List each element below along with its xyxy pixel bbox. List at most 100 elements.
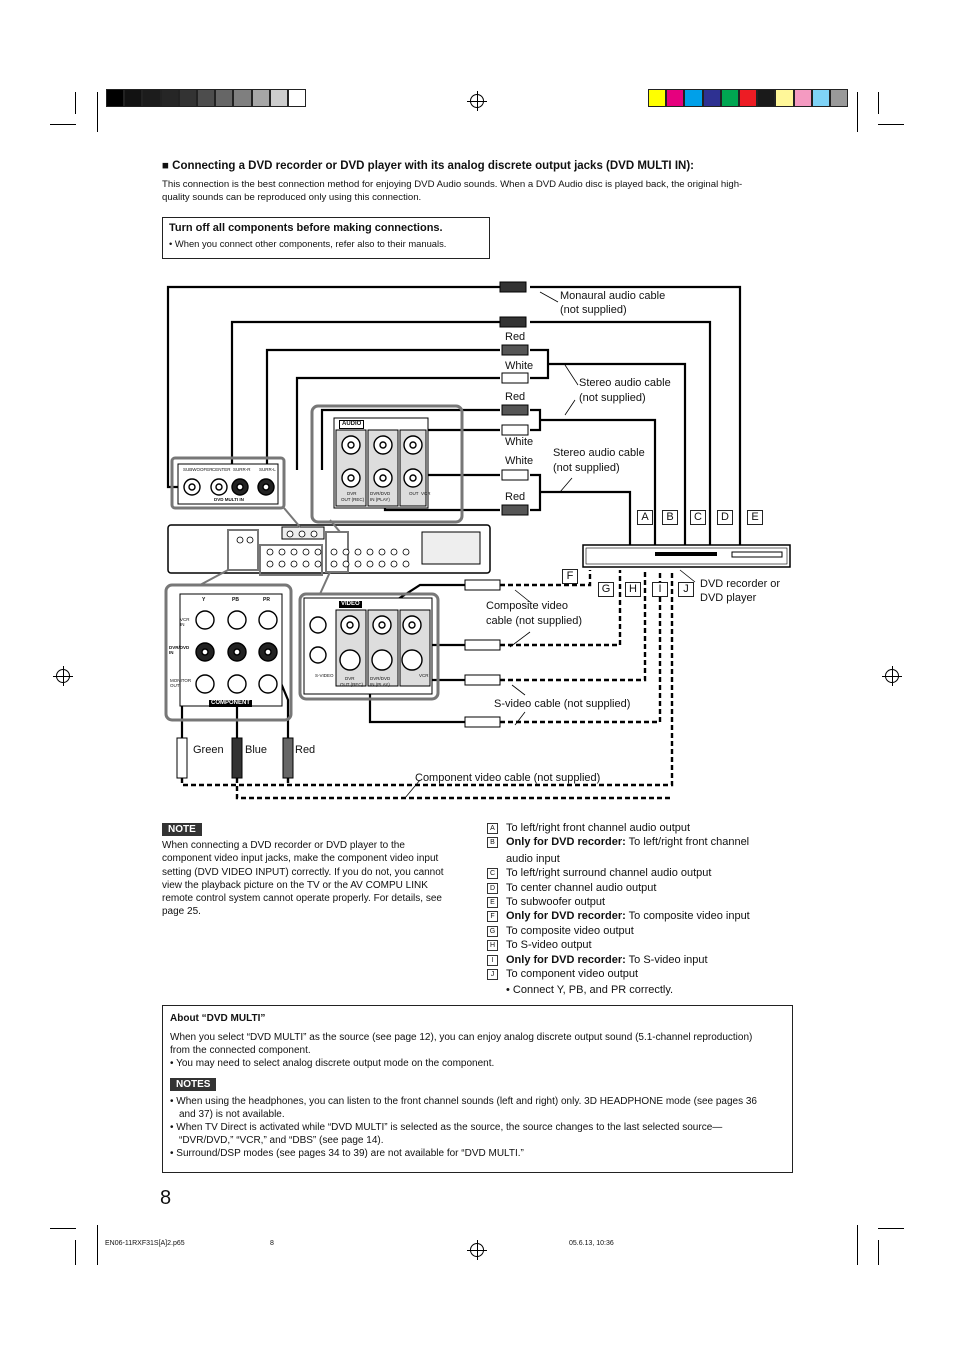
legend-item: D To center channel audio output — [487, 881, 750, 895]
jack-label-dvrdvd: DVR/DVD — [370, 676, 391, 681]
registration-mark-icon — [467, 1240, 487, 1260]
warning-box: Turn off all components before making co… — [162, 217, 490, 259]
color-swatch — [684, 89, 703, 107]
crop-mark — [857, 1225, 858, 1265]
legend-bold: Only for DVD recorder: — [506, 910, 626, 923]
label-stereo-cable: Stereo audio cable — [579, 377, 671, 389]
notes-item: • When TV Direct is activated while “DVD… — [170, 1122, 723, 1133]
legend-text: To subwoofer output — [506, 896, 606, 909]
color-swatch — [233, 89, 252, 107]
jack-label-pb: PB — [232, 597, 239, 603]
tag-e: E — [747, 510, 763, 525]
legend-item: • Connect Y, PB, and PR correctly. — [487, 981, 750, 997]
label-stereo-cable: Stereo audio cable — [553, 447, 645, 459]
crop-mark — [75, 92, 76, 114]
about-title: About “DVD MULTI” — [170, 1013, 266, 1024]
note-line: setting (DVD VIDEO INPUT) correctly. If … — [162, 866, 444, 878]
color-swatch — [269, 89, 288, 107]
legend-key: A — [487, 823, 498, 834]
color-swatch — [757, 89, 776, 107]
legend-bold: Only for DVD recorder: — [506, 836, 626, 849]
tag-c: C — [690, 510, 706, 525]
crop-mark — [50, 1228, 76, 1229]
label-mono-cable-note: (not supplied) — [560, 304, 627, 316]
note-text: When connecting a DVD recorder or DVD pl… — [162, 839, 444, 919]
footer-page: 8 — [270, 1240, 274, 1247]
legend-item: H To S-video output — [487, 938, 750, 952]
crop-mark — [97, 1225, 98, 1265]
legend-key: B — [487, 837, 498, 849]
label-dvd-player: DVD player — [700, 592, 757, 604]
crop-mark — [857, 92, 858, 132]
legend-text: To left/right surround channel audio out… — [506, 867, 712, 880]
registration-mark-icon — [53, 666, 73, 686]
crop-mark — [878, 1228, 904, 1229]
color-swatch — [124, 89, 143, 107]
legend-key: D — [487, 882, 498, 894]
intro-line-2: quality sounds can be reproduced only us… — [162, 192, 422, 203]
legend-text: audio input — [506, 852, 560, 865]
label-blue: Blue — [245, 744, 268, 756]
legend-text: To composite video input — [625, 910, 750, 923]
jack-label-y: Y — [202, 597, 206, 603]
note-line: component video input jacks, make the co… — [162, 853, 439, 865]
legend-item: audio input — [487, 850, 750, 866]
note-badge: NOTE — [162, 823, 202, 836]
color-swatch — [793, 89, 812, 107]
legend-key: F — [487, 911, 498, 923]
note-line: page 25. — [162, 906, 201, 918]
jack-label-video: VIDEO — [339, 601, 362, 608]
note-line: remote control system cannot operate pro… — [162, 893, 442, 905]
notes-item: • Surround/DSP modes (see pages 34 to 39… — [170, 1148, 524, 1159]
jack-label-dvr: DVR — [345, 676, 355, 681]
jack-label-audio: AUDIO — [339, 420, 365, 429]
label-stereo-cable-note: (not supplied) — [553, 462, 620, 474]
color-swatch — [830, 89, 849, 107]
jack-label-subwoofer: SUBWOOFER — [183, 467, 213, 472]
tag-g: G — [598, 582, 614, 597]
jack-label-pr: PR — [263, 597, 270, 603]
label-mono-cable: Monaural audio cable — [560, 290, 666, 302]
tag-j: J — [678, 582, 694, 597]
label-green: Green — [193, 744, 224, 756]
label-white: White — [505, 360, 534, 372]
color-swatch — [720, 89, 739, 107]
legend-key: E — [487, 897, 498, 909]
jack-label-dvr-out: OUT (REC) — [340, 682, 364, 687]
color-swatch — [666, 89, 685, 107]
label-svideo-cable: S-video cable (not supplied) — [494, 698, 631, 710]
tag-b: B — [662, 510, 678, 525]
color-swatch — [178, 89, 197, 107]
tag-d: D — [717, 510, 733, 525]
jack-label-out: OUT — [409, 491, 419, 496]
intro-line-1: This connection is the best connection m… — [162, 179, 743, 190]
color-swatch — [106, 89, 125, 107]
color-swatch — [160, 89, 179, 107]
label-stereo-cable-note: (not supplied) — [579, 392, 646, 404]
note-line: view the playback picture on the TV or t… — [162, 879, 428, 891]
jack-label-svideo: S-VIDEO — [315, 673, 334, 678]
jack-label-component: COMPONENT — [209, 700, 252, 707]
crop-mark — [878, 1240, 879, 1265]
legend-bold: Only for DVD recorder: — [506, 953, 626, 966]
legend-text: To left/right front channel audio output — [506, 822, 691, 834]
legend-text: To left/right front channel — [625, 836, 750, 849]
legend-item: A To left/right front channel audio outpu… — [487, 821, 750, 835]
label-red: Red — [505, 491, 526, 503]
notes-badge: NOTES — [170, 1078, 217, 1091]
legend-text: To center channel audio output — [506, 881, 657, 894]
label-red: Red — [505, 391, 526, 403]
legend-text: To component video output — [506, 968, 639, 981]
label-composite-cable: Composite video — [486, 600, 568, 612]
legend-item: E To subwoofer output — [487, 895, 750, 909]
color-swatch — [811, 89, 830, 107]
legend-text: To S-video output — [506, 939, 592, 952]
legend-key: H — [487, 940, 498, 952]
jack-label-dvr-out: OUT (REC) — [341, 497, 365, 502]
label-dvd-recorder: DVD recorder or — [700, 578, 781, 590]
registration-mark-icon — [467, 91, 487, 111]
tag-a: A — [637, 510, 653, 525]
